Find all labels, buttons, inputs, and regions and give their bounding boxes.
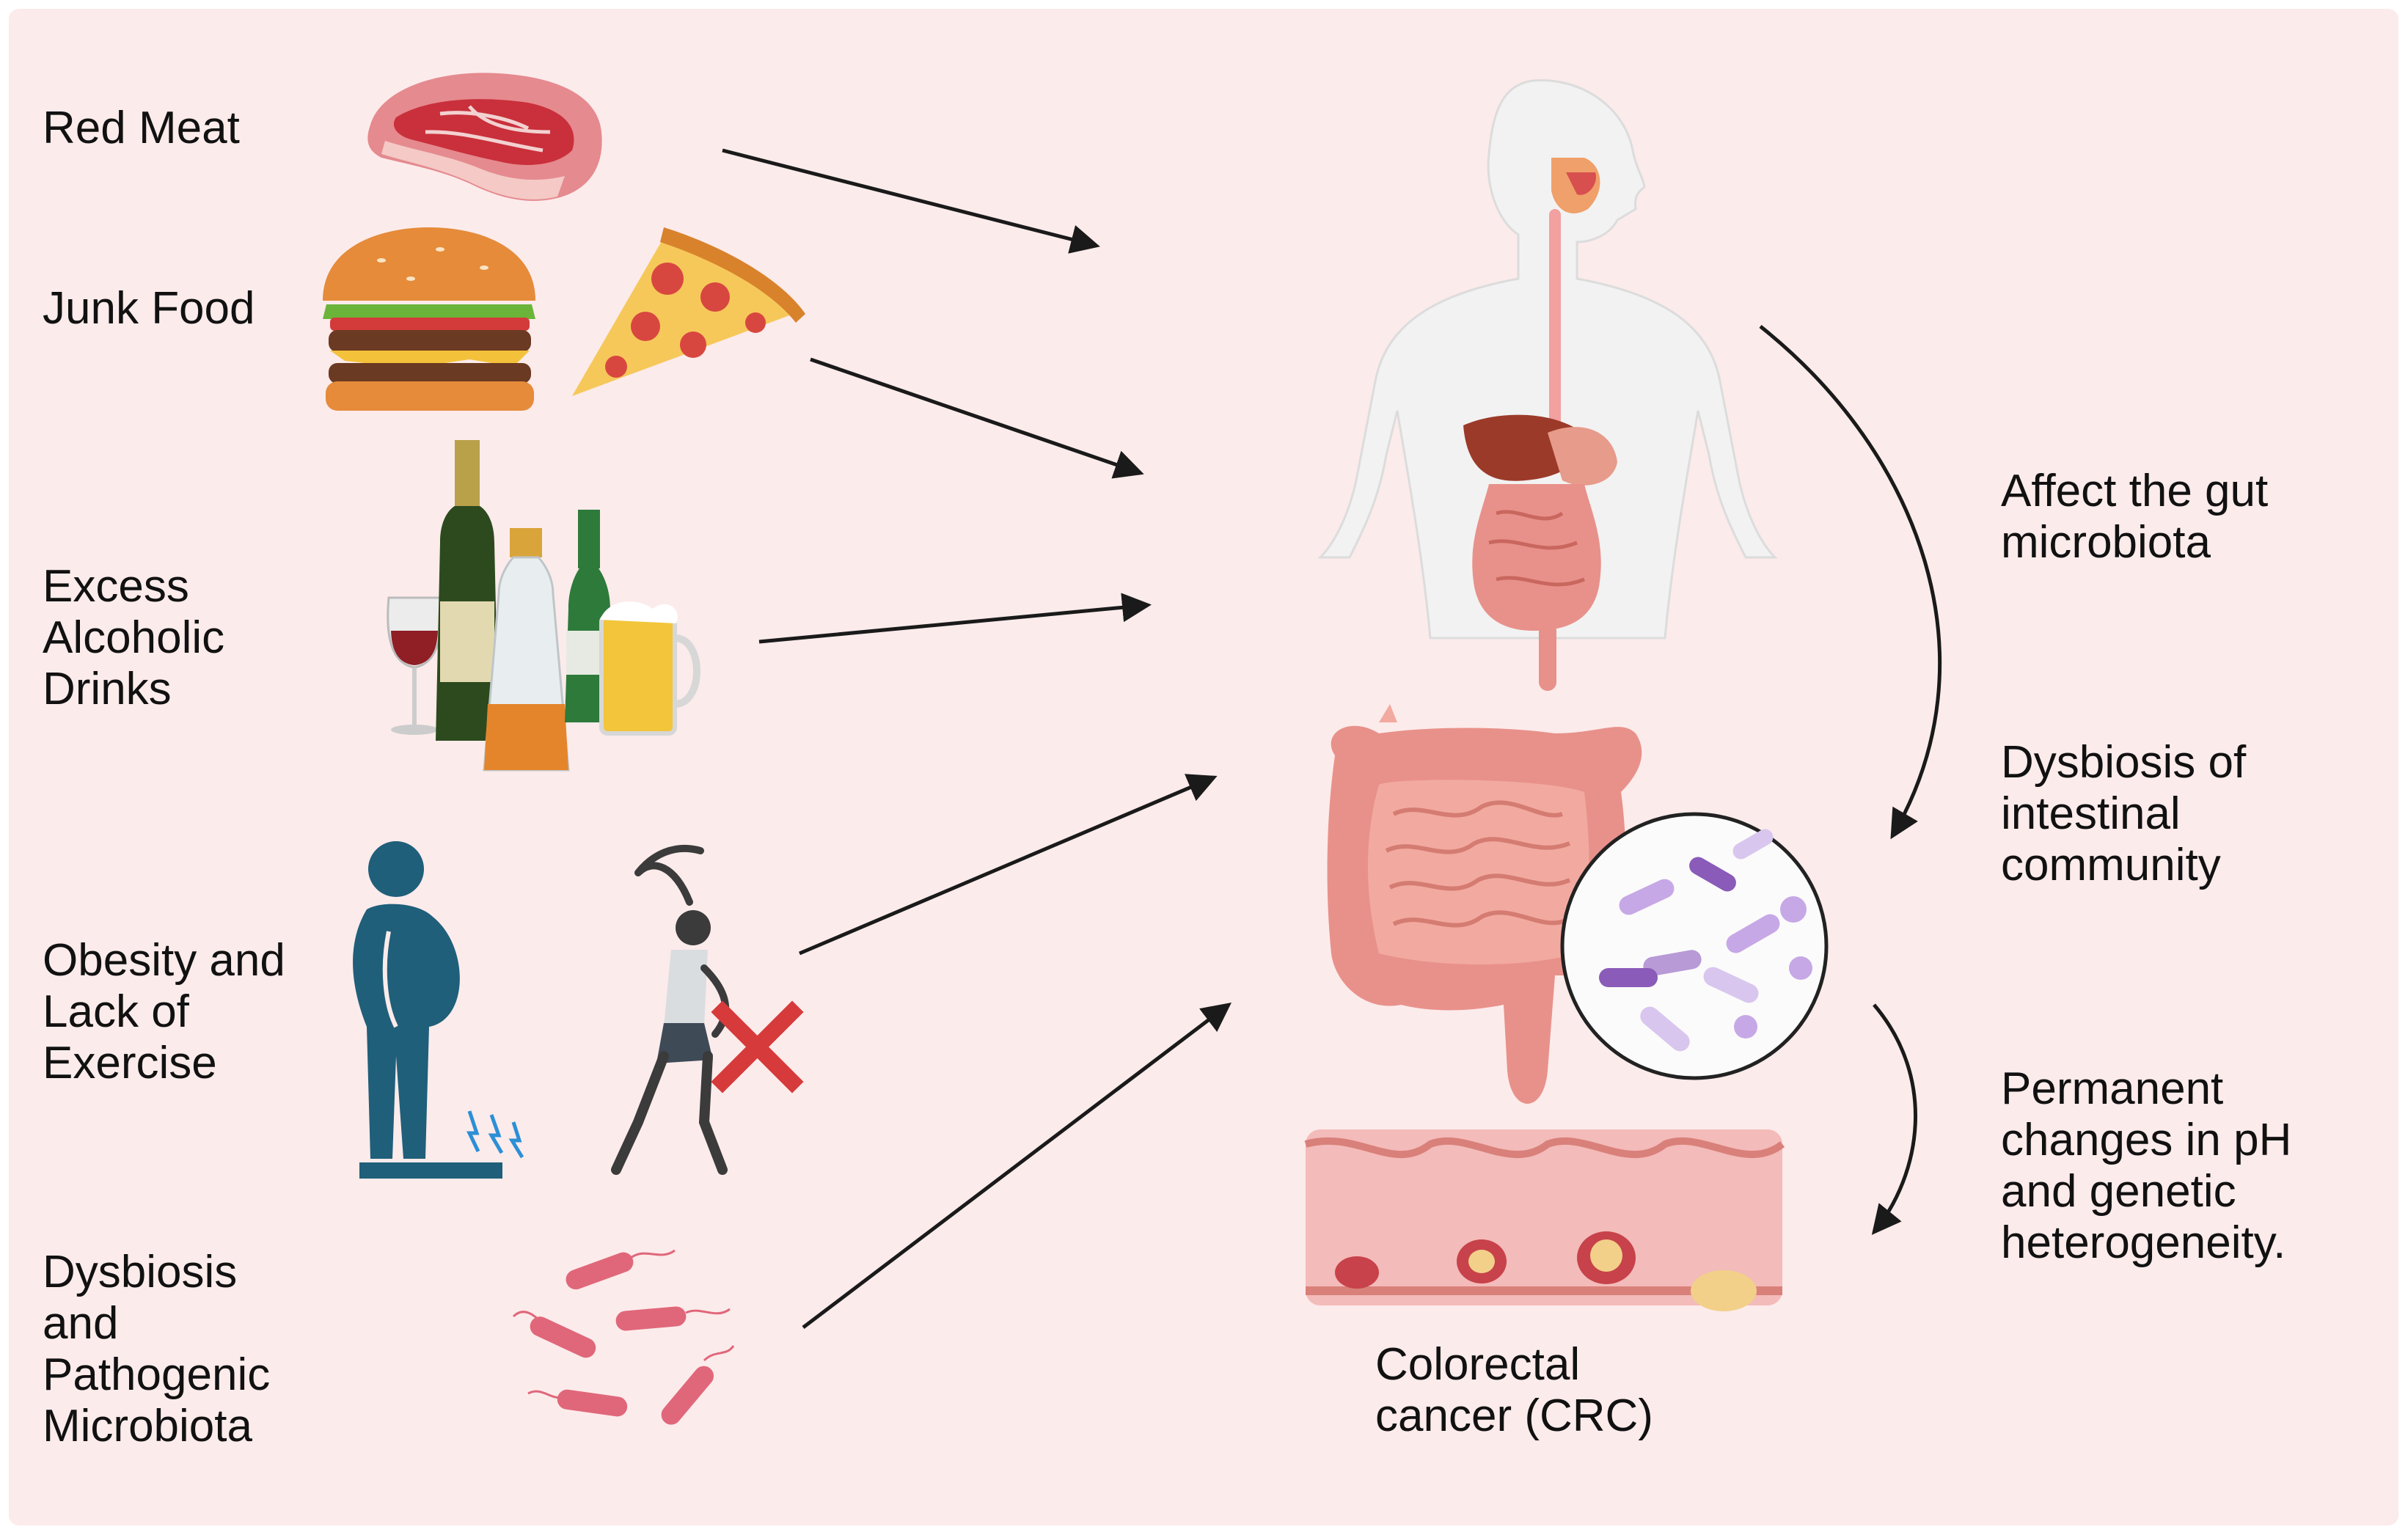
label-line: microbiota (2001, 517, 2211, 568)
cross-icon (711, 1000, 804, 1093)
label-line: Drinks (43, 664, 172, 714)
exercise-woman-icon (611, 844, 730, 1175)
obesity-figure-icon (353, 841, 524, 1179)
label-line: community (2001, 840, 2221, 890)
pizza-icon (572, 227, 805, 396)
arrows (722, 148, 1942, 1329)
label-line: Obesity and (43, 935, 285, 986)
label-line: Alcoholic (43, 612, 225, 663)
label-step-gut: Affect the gut microbiota (2001, 466, 2268, 568)
colon-wall-tumor-icon (1304, 1129, 1785, 1311)
label-obesity: Obesity and Lack of Exercise (43, 935, 285, 1089)
label-red-meat: Red Meat (43, 103, 240, 154)
alcohol-bottles-icon (387, 440, 700, 772)
label-line: and genetic (2001, 1166, 2236, 1217)
label-line: Junk Food (43, 283, 255, 334)
arrow-alcohol (758, 593, 1152, 644)
label-line: cancer (CRC) (1375, 1391, 1653, 1441)
label-line: Pathogenic (43, 1349, 271, 1400)
label-line: Permanent (2001, 1063, 2224, 1114)
label-line: Dysbiosis (43, 1247, 238, 1297)
intestine-icon (1327, 704, 1642, 1104)
label-step-ph: Permanent changes in pH and genetic hete… (2001, 1063, 2291, 1269)
gut-bacteria-magnified-icon (1560, 812, 1829, 1080)
human-body-icon (1317, 79, 1778, 691)
arrow-red-meat (722, 148, 1100, 254)
label-step-community: Dysbiosis of intestinal community (2001, 737, 2246, 891)
label-line: heterogeneity. (2001, 1217, 2286, 1268)
arrow-step-2 (1871, 1003, 1917, 1235)
label-line: changes in pH (2001, 1115, 2292, 1165)
arrow-obesity (799, 774, 1218, 956)
label-line: Affect the gut (2001, 466, 2269, 516)
arrow-dysbiosis (802, 1002, 1232, 1329)
label-line: Microbiota (43, 1401, 252, 1451)
label-line: intestinal (2001, 788, 2181, 839)
steak-icon (367, 73, 602, 201)
label-alcohol: Excess Alcoholic Drinks (43, 561, 224, 715)
label-line: Excess (43, 561, 189, 612)
label-line: Exercise (43, 1038, 217, 1088)
label-dysbiosis: Dysbiosis and Pathogenic Microbiota (43, 1247, 270, 1452)
arrow-junk-food (810, 357, 1144, 479)
label-line: Dysbiosis of (2001, 737, 2247, 788)
label-line: Lack of (43, 986, 189, 1037)
arrow-step-1 (1759, 325, 1942, 840)
label-line: Red Meat (43, 103, 240, 153)
label-line: and (43, 1298, 119, 1349)
label-crc: Colorectal cancer (CRC) (1375, 1339, 1653, 1442)
label-junk-food: Junk Food (43, 283, 255, 334)
burger-icon (323, 227, 535, 411)
label-line: Colorectal (1375, 1339, 1581, 1390)
pathogen-bacteria-icon (512, 1249, 735, 1425)
